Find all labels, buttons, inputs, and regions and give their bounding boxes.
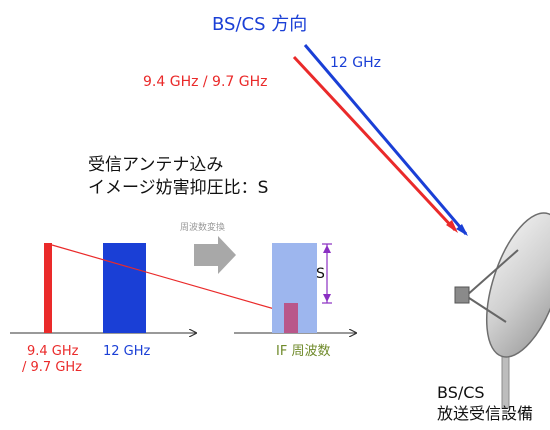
s-arrow-down xyxy=(323,294,331,302)
left-label-blue: 12 GHz xyxy=(103,344,151,359)
heading-line-1: 受信アンテナ込み xyxy=(88,155,223,175)
image-frequency-bar xyxy=(44,243,52,333)
direction-title: BS/CS 方向 xyxy=(212,14,307,35)
heading-line-2: イメージ妨害抑圧比：S xyxy=(88,178,268,198)
conversion-arrow xyxy=(194,236,236,274)
if-image-residual xyxy=(284,303,298,333)
equipment-label-1: BS/CS xyxy=(437,383,485,402)
satellite-dish-icon xyxy=(454,212,550,409)
signal-ray-12ghz-arrowhead xyxy=(456,224,468,236)
wanted-12ghz-bar xyxy=(103,243,146,333)
signal-ray-image xyxy=(292,55,457,232)
signal-ray-image-arrowhead xyxy=(446,220,458,233)
left-label-red-1: 9.4 GHz xyxy=(27,344,79,359)
equipment-label-2: 放送受信設備 xyxy=(437,404,533,423)
signal-label-image: 9.4 GHz / 9.7 GHz xyxy=(143,74,268,90)
signal-ray-12ghz xyxy=(303,44,468,235)
s-label: S xyxy=(316,266,325,282)
s-arrow-up xyxy=(323,245,331,253)
signal-label-12ghz: 12 GHz xyxy=(330,55,381,71)
image-mapping-line xyxy=(51,244,293,315)
conversion-label: 周波数変換 xyxy=(180,221,225,233)
left-label-red-2: / 9.7 GHz xyxy=(22,360,82,375)
if-frequency-label: IF 周波数 xyxy=(276,344,330,359)
